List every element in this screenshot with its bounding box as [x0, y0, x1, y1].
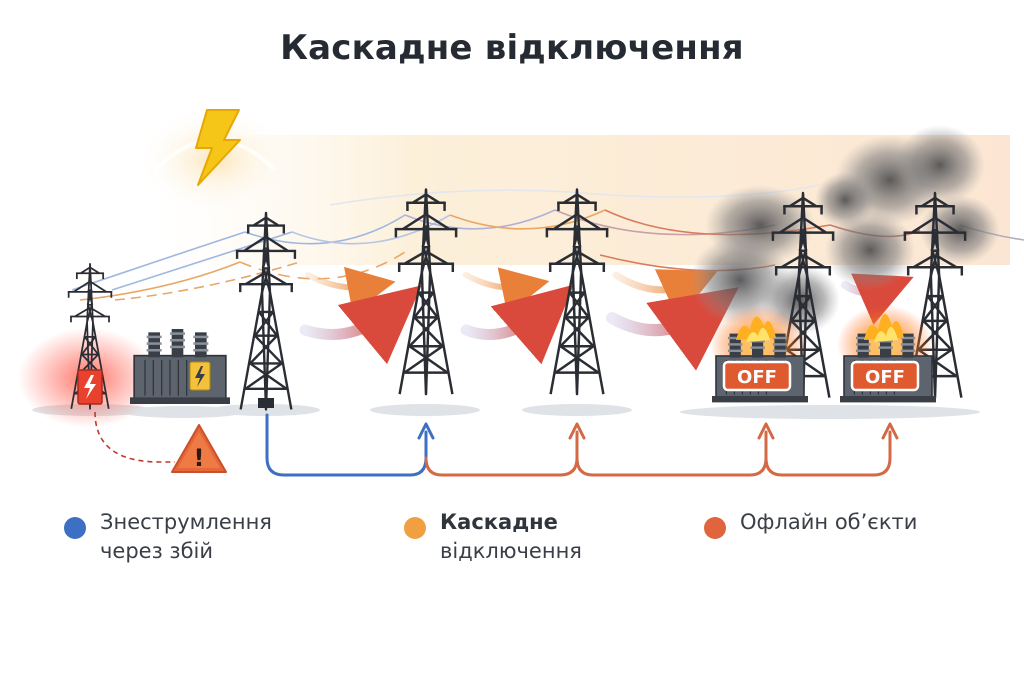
- connector-icon: [258, 398, 274, 408]
- off-label-2: OFF: [865, 367, 905, 388]
- legend-dot-orange: [404, 517, 426, 539]
- diagram-title: Каскадне відключення: [280, 28, 744, 68]
- transformer-icon: [130, 328, 230, 405]
- flow-lines: [265, 413, 899, 477]
- legend-cascade-line2: відключення: [440, 539, 582, 563]
- off-badge-2: [850, 360, 920, 392]
- legend-item-outage: Знеструмлення через збій: [64, 508, 272, 566]
- legend-outage-line2: через збій: [100, 539, 214, 563]
- legend-offline-line1: Офлайн об’єкти: [740, 510, 918, 534]
- warning-mark: !: [194, 444, 205, 472]
- legend-cascade-line1: Каскадне: [440, 510, 558, 534]
- fault-switch-icon: [77, 369, 103, 405]
- legend-dot-blue: [64, 517, 86, 539]
- lightning-icon: [195, 109, 241, 186]
- legend-item-cascade: Каскадне відключення: [404, 508, 582, 566]
- legend-dot-red: [704, 517, 726, 539]
- power-lines: [71, 184, 1024, 301]
- smoke-icon: [690, 125, 1000, 335]
- off-badge-1: [722, 360, 792, 392]
- legend-item-offline: Офлайн об’єкти: [704, 508, 917, 539]
- fault-link-line: [94, 411, 175, 463]
- warning-icon: [171, 424, 227, 473]
- legend-outage-line1: Знеструмлення: [100, 510, 272, 534]
- burning-substation-2: [837, 305, 936, 404]
- cascade-arrows: [299, 266, 914, 371]
- off-label-1: OFF: [737, 367, 777, 388]
- burning-substation-1: [710, 305, 808, 404]
